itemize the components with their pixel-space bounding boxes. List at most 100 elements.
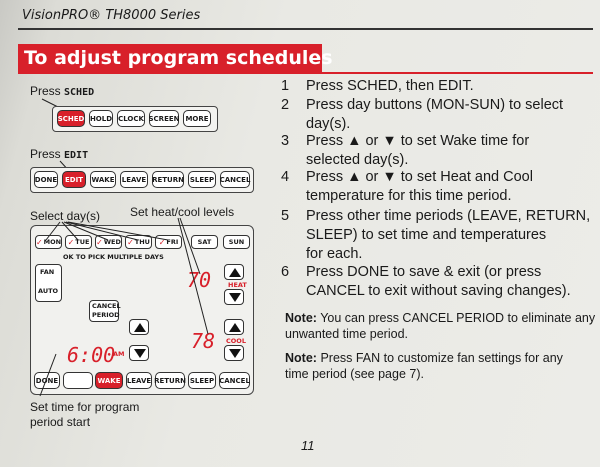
- note-2-cont: time period (see page 7).: [285, 367, 424, 381]
- callout-select-days: Select day(s): [30, 209, 101, 223]
- check-icon: ✓: [67, 237, 75, 247]
- fig1-button-strip: SCHED HOLD CLOCK SCREEN MORE: [52, 106, 218, 132]
- header-divider: [18, 28, 593, 30]
- fan-label: FAN: [40, 268, 55, 276]
- fan-auto-display: FAN AUTO: [35, 264, 62, 302]
- day-button-sat[interactable]: SAT: [191, 235, 218, 249]
- step-number: 4: [281, 169, 290, 185]
- note-text: You can press CANCEL PERIOD to eliminate…: [320, 311, 596, 325]
- hold-button[interactable]: HOLD: [89, 110, 113, 127]
- step-number: 1: [281, 78, 290, 94]
- step-text: Press other time periods (LEAVE, RETURN,: [306, 208, 591, 224]
- day-label: MON: [43, 238, 62, 246]
- time-down-button[interactable]: [129, 345, 149, 361]
- fig2-label-prefix: Press: [30, 147, 65, 161]
- note-text: Press FAN to customize fan settings for …: [320, 351, 563, 365]
- auto-label: AUTO: [38, 287, 59, 295]
- clock-button[interactable]: CLOCK: [117, 110, 145, 127]
- wake-button[interactable]: WAKE: [95, 372, 123, 389]
- cool-down-button[interactable]: [224, 345, 244, 361]
- cancel-period-button[interactable]: CANCEL PERIOD: [89, 300, 121, 322]
- wake-button[interactable]: WAKE: [90, 171, 116, 188]
- step-number: 6: [281, 264, 290, 280]
- cancel-button[interactable]: CANCEL: [220, 171, 250, 188]
- fig1-label-key: SCHED: [64, 87, 95, 98]
- day-button-sun[interactable]: SUN: [223, 235, 250, 249]
- am-pm-indicator: AM: [113, 350, 125, 358]
- cool-label: COOL: [226, 337, 246, 345]
- step-number: 5: [281, 208, 290, 224]
- leave-button[interactable]: LEAVE: [126, 372, 152, 389]
- note-2: Note: Press FAN to customize fan setting…: [285, 350, 563, 366]
- leave-button[interactable]: LEAVE: [120, 171, 148, 188]
- fig1-label-prefix: Press: [30, 84, 65, 98]
- down-arrow-icon: [229, 293, 241, 302]
- step-text: Press ▲ or ▼ to set Heat and Cool: [306, 169, 533, 185]
- step-text: Press DONE to save & exit (or press: [306, 264, 542, 280]
- up-arrow-icon: [229, 323, 241, 332]
- down-arrow-icon: [229, 349, 241, 358]
- return-button[interactable]: RETURN: [152, 171, 184, 188]
- step-text: CANCEL to exit without saving changes).: [306, 283, 571, 299]
- blank-button[interactable]: [63, 372, 93, 389]
- note-1-cont: unwanted time period.: [285, 327, 408, 341]
- step-text: SLEEP) to set time and temperatures: [306, 227, 547, 243]
- heat-down-button[interactable]: [224, 289, 244, 305]
- cancel-period-label-1: CANCEL: [92, 302, 121, 310]
- day-label: WED: [103, 238, 121, 246]
- heat-up-button[interactable]: [224, 264, 244, 280]
- sched-button[interactable]: SCHED: [57, 110, 85, 127]
- document-header: VisionPRO® TH8000 Series: [22, 8, 201, 23]
- step-text: Press SCHED, then EDIT.: [306, 78, 474, 94]
- fig2-button-strip: DONE EDIT WAKE LEAVE RETURN SLEEP CANCEL: [30, 167, 254, 193]
- day-label: TUE: [75, 238, 90, 246]
- cool-up-button[interactable]: [224, 319, 244, 335]
- cool-setpoint: 78: [191, 329, 216, 353]
- step-text: temperature for this time period.: [306, 188, 512, 204]
- screen-button[interactable]: SCREEN: [149, 110, 180, 127]
- heat-label: HEAT: [228, 281, 247, 289]
- time-up-button[interactable]: [129, 319, 149, 335]
- step-text: Press ▲ or ▼ to set Wake time for: [306, 133, 530, 149]
- thermostat-schedule-panel: ✓MON ✓TUE ✓WED ✓THU ✓FRI SAT SUN OK TO P…: [30, 225, 254, 395]
- section-title: To adjust program schedules: [24, 47, 333, 69]
- day-button-wed[interactable]: ✓WED: [95, 235, 122, 249]
- day-label: THU: [134, 238, 150, 246]
- day-button-tue[interactable]: ✓TUE: [65, 235, 92, 249]
- cancel-button[interactable]: CANCEL: [219, 372, 250, 389]
- more-button[interactable]: MORE: [183, 110, 211, 127]
- edit-button[interactable]: EDIT: [62, 171, 86, 188]
- down-arrow-icon: [134, 349, 146, 358]
- section-title-bar: [18, 44, 322, 74]
- step-text: Press day buttons (MON-SUN) to select: [306, 97, 564, 113]
- step-text: selected day(s).: [306, 152, 409, 168]
- page-number: 11: [301, 438, 315, 453]
- note-label: Note:: [285, 351, 317, 365]
- return-button[interactable]: RETURN: [154, 372, 186, 389]
- day-button-mon[interactable]: ✓MON: [35, 235, 62, 249]
- note-label: Note:: [285, 311, 317, 325]
- multi-day-note: OK TO PICK MULTIPLE DAYS: [63, 253, 164, 261]
- sleep-button[interactable]: SLEEP: [188, 171, 216, 188]
- up-arrow-icon: [134, 323, 146, 332]
- check-icon: ✓: [158, 237, 166, 247]
- sleep-button[interactable]: SLEEP: [188, 372, 216, 389]
- cancel-period-label-2: PERIOD: [92, 311, 120, 319]
- callout-time-line-2: period start: [30, 415, 91, 429]
- check-icon: ✓: [35, 237, 43, 247]
- fig2-label-key: EDIT: [64, 150, 89, 161]
- up-arrow-icon: [229, 268, 241, 277]
- check-icon: ✓: [96, 237, 103, 247]
- day-label: FRI: [166, 238, 179, 246]
- done-button[interactable]: DONE: [34, 372, 60, 389]
- step-text: day(s).: [306, 116, 351, 132]
- step-number: 3: [281, 133, 290, 149]
- done-button[interactable]: DONE: [34, 171, 58, 188]
- check-icon: ✓: [127, 237, 134, 247]
- fig2-label: Press EDIT: [30, 147, 88, 161]
- step-number: 2: [281, 97, 290, 113]
- section-rule: [18, 72, 593, 74]
- time-display: 6:00: [67, 343, 116, 367]
- callout-heat-cool-levels: Set heat/cool levels: [130, 205, 235, 219]
